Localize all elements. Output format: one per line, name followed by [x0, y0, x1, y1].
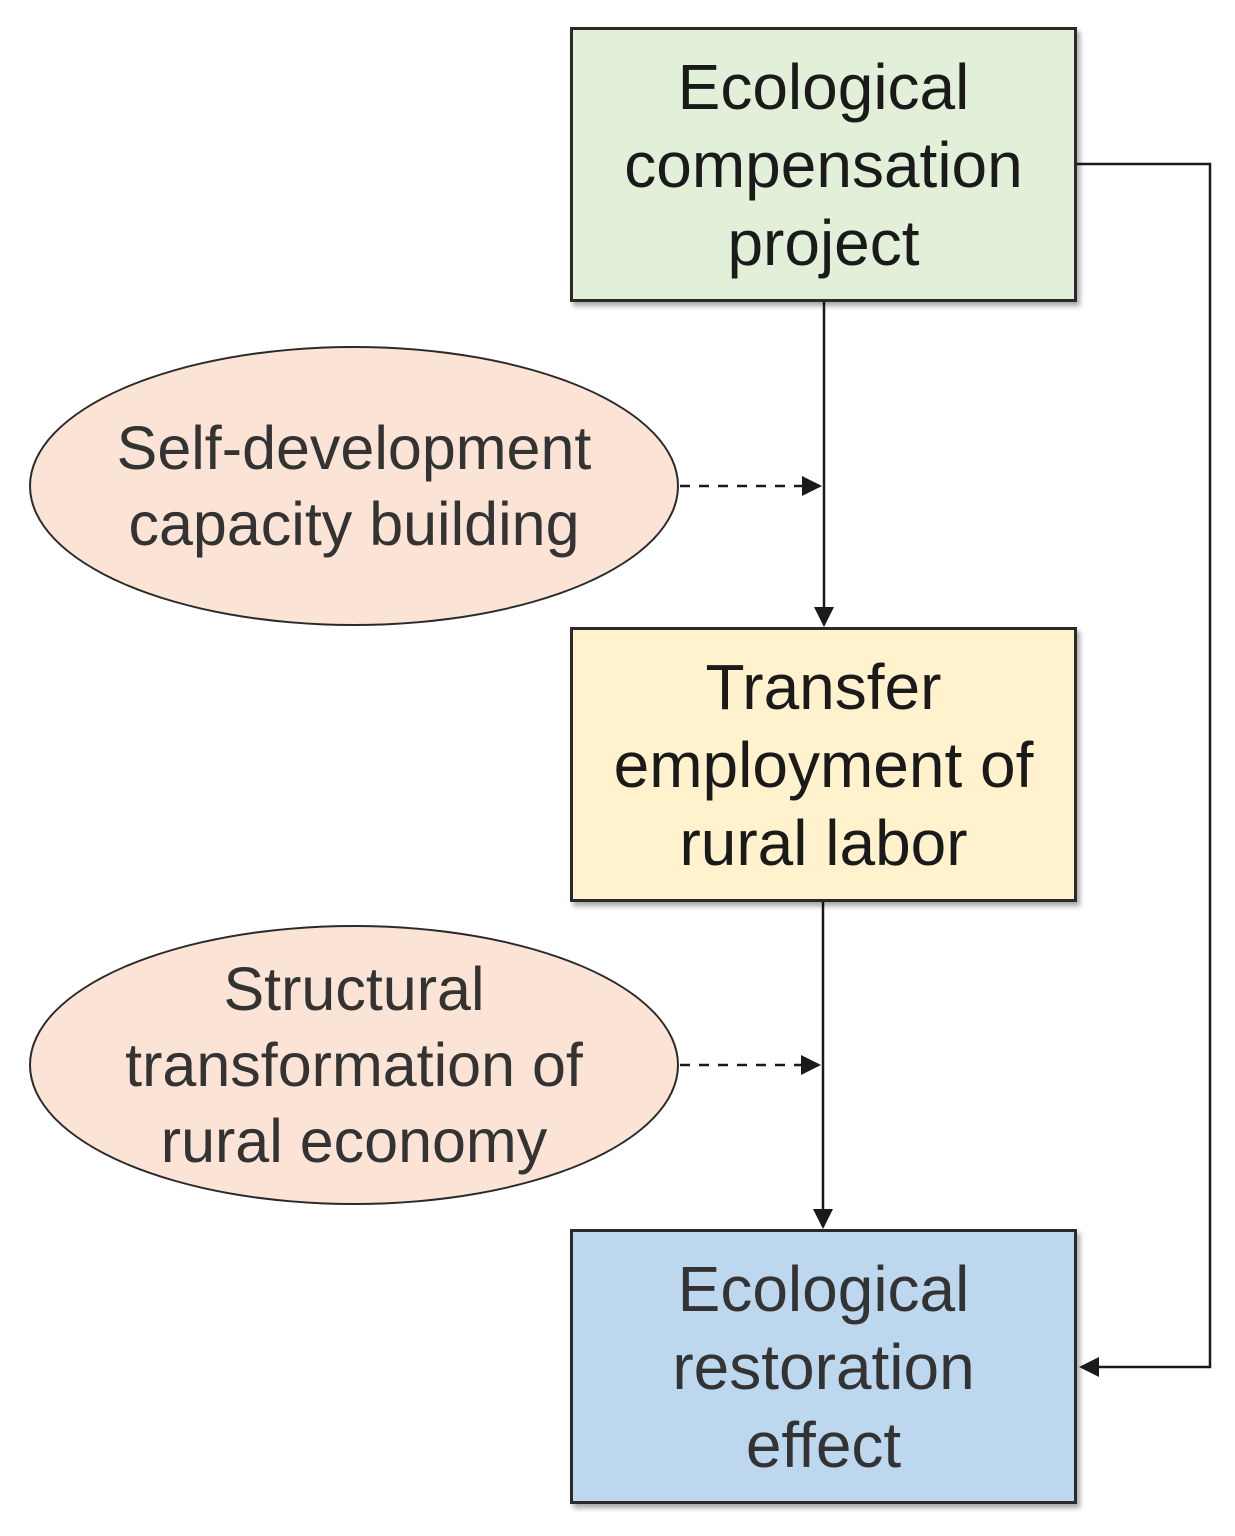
node-label-line: Ecological: [677, 50, 970, 123]
node-ecological-restoration-effect: Ecological restoration effect: [570, 1229, 1077, 1504]
node-label-line: Structural: [223, 955, 485, 1023]
node-label-line: employment of: [613, 728, 1034, 801]
node-label-line: compensation: [624, 128, 1023, 201]
node-label-line: rural economy: [160, 1107, 548, 1175]
edge-project-to-effect: [1077, 162, 1212, 1377]
node-label-line: project: [727, 206, 920, 279]
node-structural-transformation-of-rural-economy: Structural transformation of rural econo…: [29, 925, 679, 1205]
node-label-line: Transfer: [705, 650, 942, 723]
node-label-line: capacity building: [128, 490, 580, 558]
node-label-line: transformation of: [125, 1031, 583, 1099]
node-label-line: restoration: [672, 1330, 975, 1403]
node-ecological-compensation-project: Ecological compensation project: [570, 27, 1077, 302]
node-self-development-capacity-building: Self-development capacity building: [29, 346, 679, 626]
node-label-line: Ecological: [677, 1252, 970, 1325]
node-label-line: Self-development: [116, 414, 592, 482]
node-transfer-employment-of-rural-labor: Transfer employment of rural labor: [570, 627, 1077, 902]
node-label-line: rural labor: [679, 806, 968, 879]
node-label-line: effect: [745, 1408, 902, 1481]
